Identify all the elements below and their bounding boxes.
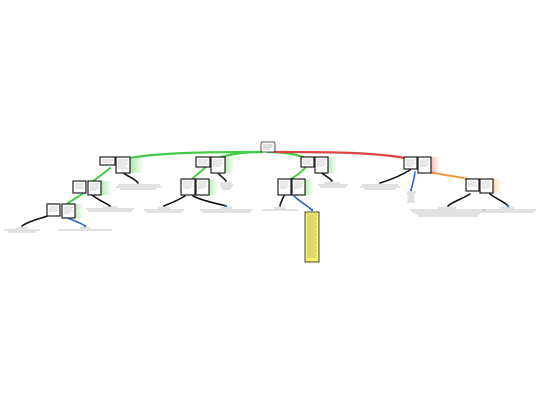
- node-branch-a[interactable]: [99, 156, 144, 174]
- node-branch-b[interactable]: [195, 156, 235, 174]
- connector-root-d: [272, 150, 417, 162]
- node-branch-b1[interactable]: [180, 178, 218, 196]
- leaf-note-b1-1: [144, 207, 184, 213]
- node-branch-a1[interactable]: [72, 180, 112, 196]
- connector-d-leaf1: [379, 169, 411, 184]
- link-icon[interactable]: [83, 224, 87, 228]
- node-branch-a2[interactable]: [46, 203, 84, 219]
- leaf-note-c1-1: [262, 207, 298, 211]
- leaf-note-c: [318, 182, 348, 188]
- root-node[interactable]: [260, 141, 276, 153]
- leaf-note-a: [116, 184, 162, 190]
- leaf-note-d-2: [407, 191, 416, 203]
- connector-b1-leaf2: [192, 195, 227, 207]
- leaf-note-d-1: [360, 184, 400, 190]
- node-branch-c1[interactable]: [277, 178, 314, 196]
- node-branch-d[interactable]: [403, 156, 440, 174]
- connector-d1-leaf2: [489, 193, 509, 207]
- leaf-note-d1-1: [410, 207, 486, 217]
- leaf-note-b: [220, 182, 233, 190]
- leaf-notes: [4, 182, 536, 233]
- leaf-note-a2-1: [4, 227, 40, 233]
- leaf-note-b1-2: [200, 207, 252, 213]
- link-icon[interactable]: [409, 188, 413, 192]
- node-branch-c[interactable]: [300, 156, 337, 174]
- connector-c1-leaf1: [279, 195, 285, 207]
- connector-d-leaf2: [410, 171, 416, 191]
- link-icon[interactable]: [224, 204, 228, 208]
- connector-d1-leaf1: [447, 193, 471, 207]
- node-branch-d1[interactable]: [465, 178, 502, 194]
- connector-b1-leaf1: [163, 195, 186, 207]
- link-icon[interactable]: [506, 204, 510, 208]
- leaf-note-a2-2: [58, 227, 112, 231]
- link-markers: [83, 188, 510, 228]
- callout-note[interactable]: [304, 211, 320, 263]
- link-icon[interactable]: [310, 208, 314, 212]
- leaf-note-a1: [86, 206, 134, 212]
- leaf-note-d1-2: [482, 207, 536, 213]
- connector-c1-leaf2: [293, 195, 313, 211]
